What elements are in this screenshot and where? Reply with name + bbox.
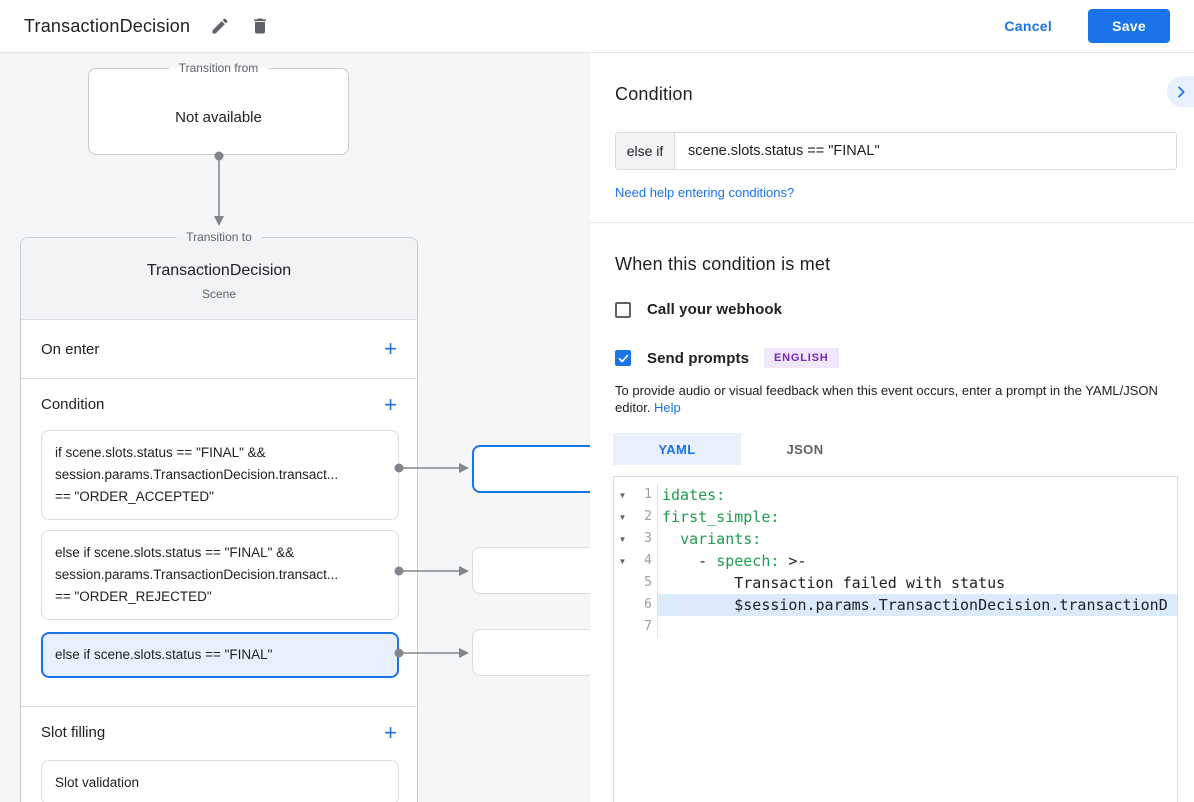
scene-flow-canvas: Transition from Not available Transition…: [0, 53, 590, 802]
code-line-3[interactable]: ▼ 3 variants:: [614, 528, 1177, 550]
transition-from-box[interactable]: Transition from Not available: [88, 61, 349, 155]
edit-title-button[interactable]: [206, 12, 234, 40]
editor-format-tabs: YAML JSON: [613, 433, 1177, 465]
line-number: 7: [631, 616, 658, 638]
fold-gutter: [614, 572, 631, 594]
transition-from-legend: Transition from: [168, 61, 269, 75]
add-on-enter-button[interactable]: +: [384, 336, 397, 361]
send-prompts-checkbox[interactable]: [615, 350, 631, 366]
condition-expression-input[interactable]: [675, 133, 1176, 169]
line-number: 5: [631, 572, 658, 594]
line-number: 6: [631, 594, 658, 616]
code-text: [658, 616, 1177, 638]
prompts-description-text: To provide audio or visual feedback when…: [615, 383, 1158, 415]
code-text: Transaction failed with status: [662, 574, 1006, 592]
condition-expression-group: else if: [615, 132, 1177, 170]
code-text: $session.params.TransactionDecision.tran…: [658, 594, 1177, 616]
webhook-checkbox[interactable]: [615, 301, 631, 318]
transition-target-box-2[interactable]: [472, 547, 590, 594]
code-text: variants:: [680, 530, 762, 548]
tab-yaml[interactable]: YAML: [613, 433, 741, 465]
when-met-section: When this condition is met Call your web…: [590, 223, 1194, 802]
prompts-help-link[interactable]: Help: [654, 400, 681, 415]
chevron-right-icon: [1173, 84, 1189, 100]
code-text: idates:: [662, 486, 726, 504]
transition-to-legend: Transition to: [176, 230, 262, 244]
send-prompts-row: Send prompts ENGLISH: [615, 348, 1177, 368]
slot-validation-card[interactable]: Slot validation: [41, 760, 399, 802]
fold-arrow-icon[interactable]: ▼: [618, 535, 627, 544]
fold-arrow-icon[interactable]: ▼: [618, 491, 627, 500]
line-number: 1: [631, 484, 658, 506]
tab-json[interactable]: JSON: [741, 433, 869, 465]
transition-to-card: Transition to TransactionDecision Scene …: [20, 230, 418, 802]
condition-section-label: Condition: [41, 396, 105, 413]
pencil-icon: [210, 16, 230, 36]
webhook-label: Call your webhook: [647, 301, 783, 318]
condition-card-rejected[interactable]: else if scene.slots.status == "FINAL" &&…: [41, 530, 399, 620]
collapse-panel-button[interactable]: [1167, 76, 1194, 107]
fold-gutter: [614, 616, 631, 638]
condition-header-section: Condition else if Need help entering con…: [590, 53, 1194, 223]
condition-section: Condition + if scene.slots.status == "FI…: [21, 378, 417, 706]
fold-gutter: [614, 594, 631, 616]
top-bar: TransactionDecision Cancel Save: [0, 0, 1194, 53]
check-icon: [617, 352, 630, 365]
transition-from-content: Not available: [175, 109, 262, 126]
line-number: 3: [631, 528, 658, 550]
transition-target-box-selected[interactable]: [472, 445, 590, 493]
on-enter-label: On enter: [41, 340, 100, 358]
trash-icon: [250, 16, 270, 36]
fold-arrow-icon[interactable]: ▼: [618, 513, 627, 522]
send-prompts-label: Send prompts: [647, 349, 750, 367]
condition-editor-panel: Condition else if Need help entering con…: [590, 53, 1194, 802]
condition-prefix-label: else if: [616, 133, 675, 169]
add-slot-button[interactable]: +: [384, 719, 397, 745]
language-badge: ENGLISH: [764, 348, 839, 368]
add-condition-button[interactable]: +: [384, 391, 397, 417]
code-line-4[interactable]: ▼ 4 - speech: >-: [614, 550, 1177, 572]
transition-target-box-3[interactable]: [472, 629, 590, 676]
condition-card-final-selected[interactable]: else if scene.slots.status == "FINAL": [41, 632, 399, 678]
on-enter-row[interactable]: On enter +: [21, 319, 417, 378]
cancel-button[interactable]: Cancel: [1004, 18, 1053, 34]
when-met-title: When this condition is met: [615, 254, 831, 274]
slot-filling-section: Slot filling + Slot validation: [21, 706, 417, 802]
line-number: 4: [631, 550, 658, 572]
line-number: 2: [631, 506, 658, 528]
scene-card-header[interactable]: TransactionDecision Scene: [21, 238, 417, 319]
delete-scene-button[interactable]: [246, 12, 274, 40]
code-text: - speech: >-: [662, 552, 807, 570]
webhook-row: Call your webhook: [615, 301, 1177, 318]
condition-card-accepted[interactable]: if scene.slots.status == "FINAL" && sess…: [41, 430, 399, 520]
slot-filling-label: Slot filling: [41, 724, 106, 741]
page-title: TransactionDecision: [24, 15, 191, 36]
scene-type-label: Scene: [201, 287, 237, 301]
code-line-7[interactable]: 7: [614, 616, 1177, 638]
code-text: first_simple:: [662, 508, 780, 526]
scene-name: TransactionDecision: [146, 262, 292, 279]
prompts-description: To provide audio or visual feedback when…: [615, 382, 1177, 416]
code-line-6[interactable]: 6 $session.params.TransactionDecision.tr…: [614, 594, 1177, 616]
panel-title: Condition: [615, 84, 693, 104]
fold-arrow-icon[interactable]: ▼: [618, 557, 627, 566]
condition-help-link[interactable]: Need help entering conditions?: [615, 185, 795, 200]
save-button[interactable]: Save: [1088, 9, 1170, 43]
code-line-5[interactable]: 5 Transaction failed with status: [614, 572, 1177, 594]
